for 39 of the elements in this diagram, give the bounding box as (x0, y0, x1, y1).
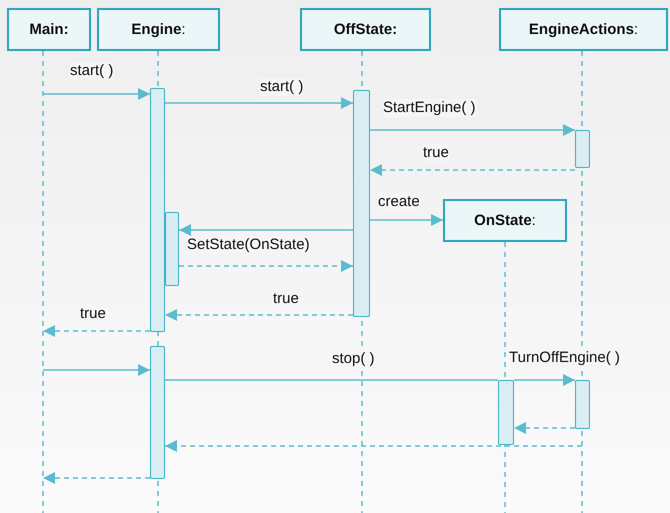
object-box (97, 8, 220, 51)
message-arrow (370, 214, 443, 226)
return-arrow (165, 309, 353, 321)
edge-label: true (423, 144, 449, 162)
object-box (443, 199, 567, 242)
message-line (165, 379, 498, 381)
activation-bar (353, 90, 370, 317)
return-arrow (514, 422, 575, 434)
activation-bar (575, 380, 590, 429)
return-arrow (43, 325, 150, 337)
message-arrow (514, 374, 575, 386)
activation-bar (150, 88, 165, 332)
activation-bar (498, 380, 514, 445)
object-box (300, 8, 431, 51)
message-arrow (165, 97, 353, 109)
message-arrow (179, 224, 353, 236)
edge-label: stop( ) (332, 350, 375, 368)
return-arrow (370, 164, 575, 176)
edge-label: start( ) (260, 78, 304, 96)
return-arrow (43, 472, 150, 484)
activation-bar (150, 346, 165, 479)
message-arrow (43, 364, 150, 376)
edge-label: start( ) (70, 62, 114, 80)
object-name: Engine: (131, 21, 186, 38)
edge-label: SetState(OnState) (187, 236, 310, 254)
object-name: OnState: (474, 212, 536, 229)
edge-label: StartEngine( ) (383, 99, 476, 117)
activation-bar (575, 130, 590, 168)
object-box (7, 8, 91, 51)
return-arrow (165, 440, 582, 452)
edge-label: TurnOffEngine( ) (509, 349, 620, 367)
activation-bar (165, 212, 179, 286)
object-name: EngineActions: (528, 21, 638, 38)
object-name: OffState: (334, 21, 398, 38)
object-name: Main: (29, 21, 69, 38)
return-arrow (179, 260, 353, 272)
object-box (499, 8, 668, 51)
message-arrow (370, 124, 575, 136)
message-arrow (43, 88, 150, 100)
